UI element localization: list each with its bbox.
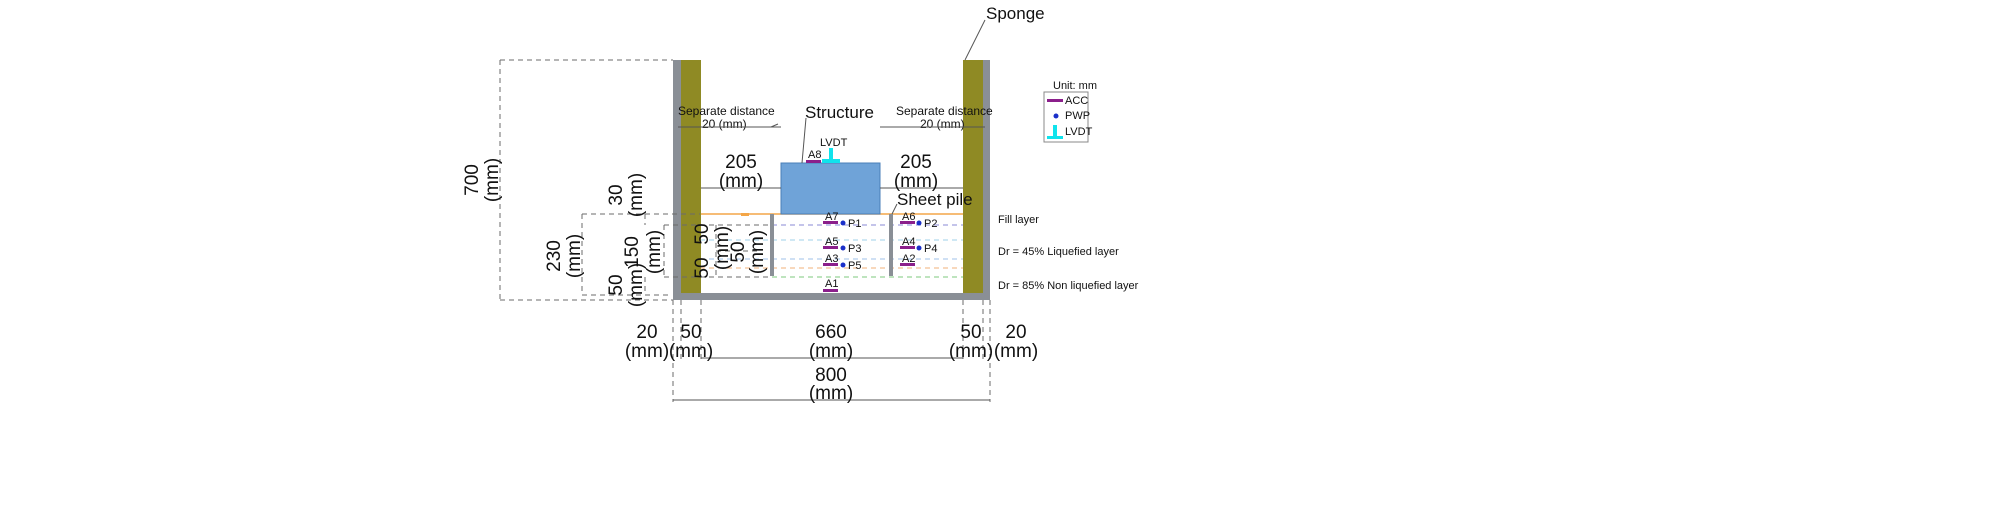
- dim-50-right-unit: (mm): [949, 341, 993, 362]
- acc-icon: [1047, 99, 1063, 102]
- acc-a3: [823, 263, 838, 266]
- pwp-p2-label: P2: [924, 218, 937, 230]
- dim-30-unit: (mm): [626, 173, 647, 217]
- acc-a7-label: A7: [825, 211, 838, 223]
- accelerometers: A8 A7 A6 A5 A4 A3 A2 A1: [806, 149, 915, 292]
- legend-acc-label: ACC: [1065, 95, 1088, 107]
- legend-box: [1043, 91, 1089, 143]
- lvdt-icon-bar: [1047, 136, 1063, 139]
- sheet-pile-right: [889, 214, 893, 276]
- pwp-icon: [1053, 113, 1059, 119]
- fill-layer-label: Fill layer: [998, 214, 1039, 226]
- dim-50-sheet-unit: (mm): [747, 230, 768, 274]
- dim-50-bottom-unit: (mm): [626, 263, 647, 307]
- acc-a7: [823, 221, 838, 224]
- acc-a5: [823, 246, 838, 249]
- right-sponge: [963, 60, 983, 300]
- lvdt-icon: [1053, 125, 1057, 137]
- pwp-p2: [916, 220, 922, 226]
- structure-leader: [801, 117, 807, 164]
- acc-a4-label: A4: [902, 236, 915, 248]
- acc-a8-label: A8: [808, 149, 821, 161]
- left-wall: [673, 60, 681, 300]
- dim-20-left-unit: (mm): [625, 341, 669, 362]
- acc-a4: [900, 246, 915, 249]
- pwp-p4: [916, 245, 922, 251]
- separate-distance-left-label: Separate distance: [678, 104, 775, 118]
- pwp-p3: [840, 245, 846, 251]
- pore-pressure-sensors: P1 P2 P3 P4 P5: [840, 218, 937, 272]
- acc-a2: [900, 263, 915, 266]
- dim-20-right-value: 20: [1005, 322, 1026, 343]
- dim-205-right-unit: (mm): [894, 171, 938, 192]
- sponge-leader: [964, 19, 986, 61]
- dim-660-value: 660: [815, 322, 847, 343]
- dim-700-value: 700: [462, 164, 483, 196]
- separate-distance-left-value: 20 (mm): [702, 117, 747, 131]
- acc-a6-label: A6: [902, 211, 915, 223]
- lvdt-label: LVDT: [820, 137, 848, 149]
- acc-a2-label: A2: [902, 253, 915, 265]
- dimension-lines: [499, 59, 991, 402]
- callouts: Sponge Structure Sheet pile Separate dis…: [678, 4, 1139, 292]
- sheet-pile-leader: [891, 203, 898, 215]
- sheet-pile-label: Sheet pile: [897, 190, 973, 209]
- container: [673, 60, 990, 300]
- acc-a1: [823, 289, 838, 292]
- dim-230-unit: (mm): [564, 234, 585, 278]
- legend: Unit: mm ACC PWP LVDT: [1043, 80, 1097, 143]
- dim-800-unit: (mm): [809, 383, 853, 404]
- acc-a3-label: A3: [825, 253, 838, 265]
- container-base: [673, 293, 990, 300]
- dim-20-left-value: 20: [636, 322, 657, 343]
- structure-block: [780, 162, 881, 215]
- separate-distance-right-value: 20 (mm): [920, 117, 965, 131]
- dim-30-value: 30: [606, 184, 627, 205]
- dim-150-unit: (mm): [644, 230, 665, 274]
- dim-230-value: 230: [544, 240, 565, 272]
- pwp-p1-label: P1: [848, 218, 861, 230]
- sheet-pile-left: [770, 214, 774, 276]
- legend-lvdt-label: LVDT: [1065, 126, 1093, 138]
- dim-205-right-value: 205: [900, 152, 932, 173]
- pwp-p3-label: P3: [848, 243, 861, 255]
- pwp-p4-label: P4: [924, 243, 937, 255]
- lvdt-sensor: LVDT: [820, 137, 848, 163]
- acc-a5-label: A5: [825, 236, 838, 248]
- dim-700-unit: (mm): [482, 158, 503, 202]
- legend-unit: Unit: mm: [1053, 80, 1097, 92]
- dim-205-left-unit: (mm): [719, 171, 763, 192]
- dim-50-right-value: 50: [960, 322, 981, 343]
- acc-a6: [900, 221, 915, 224]
- pwp-p5: [840, 262, 846, 268]
- legend-pwp-label: PWP: [1065, 110, 1090, 122]
- sponge-label: Sponge: [986, 4, 1045, 23]
- lvdt-stem: [829, 148, 833, 161]
- dim-50-bottom-value: 50: [606, 274, 627, 295]
- dim-50-lower-value: 50: [692, 257, 713, 278]
- dim-205-left-value: 205: [725, 152, 757, 173]
- dim-20-right-unit: (mm): [994, 341, 1038, 362]
- dimension-text: 700 (mm) 30 (mm) 230 (mm) 150 (mm) 50 (m…: [462, 152, 1038, 404]
- left-sponge: [681, 60, 701, 300]
- dim-800-value: 800: [815, 365, 847, 386]
- acc-a8: [806, 160, 821, 163]
- dim-50-upper-unit: (mm): [712, 226, 733, 270]
- fill-marker: [741, 213, 749, 216]
- dim-660-unit: (mm): [809, 341, 853, 362]
- nonliquefied-layer-label: Dr = 85% Non liquefied layer: [998, 280, 1139, 292]
- structure-label: Structure: [805, 103, 874, 122]
- dim-50-upper-value: 50: [692, 223, 713, 244]
- liquefied-layer-label: Dr = 45% Liquefied layer: [998, 246, 1119, 258]
- right-wall: [983, 60, 990, 300]
- dim-150-value: 150: [622, 236, 643, 268]
- dim-50-left-unit: (mm): [669, 341, 713, 362]
- dim-50-sheet-value: 50: [728, 241, 749, 262]
- pwp-p1: [840, 220, 846, 226]
- pwp-p5-label: P5: [848, 260, 861, 272]
- separate-distance-right-label: Separate distance: [896, 104, 993, 118]
- acc-a1-label: A1: [825, 278, 838, 290]
- dim-50-left-value: 50: [680, 322, 701, 343]
